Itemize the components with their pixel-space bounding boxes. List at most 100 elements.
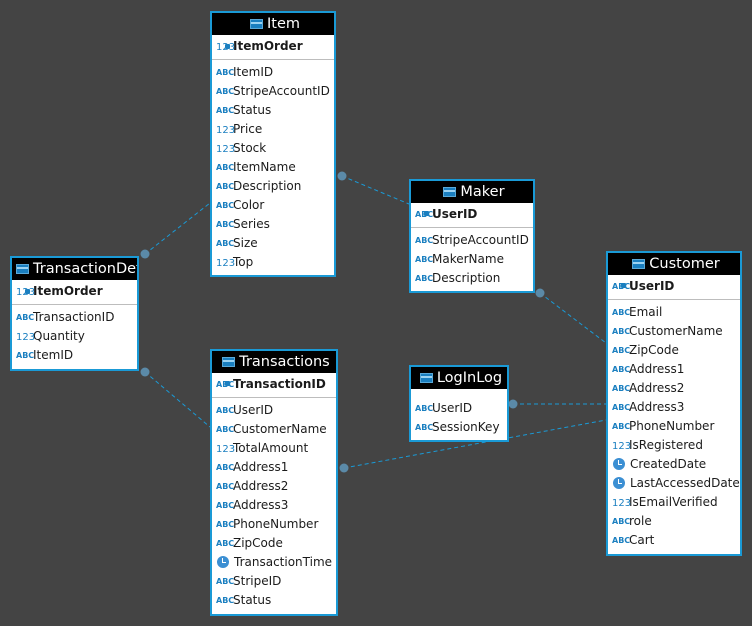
column-row[interactable]: ABCZipCode	[608, 341, 740, 360]
column-name: TransactionID	[233, 377, 326, 391]
entity-title: LogInLog	[436, 370, 503, 386]
entity-title: Transactions	[239, 354, 330, 370]
column-row[interactable]: 123Quantity	[12, 327, 137, 346]
column-row[interactable]: ABCAddress2	[212, 477, 336, 496]
column-row[interactable]: ABCAddress2	[608, 379, 740, 398]
abc-text-type-icon: ABC	[216, 68, 235, 77]
primary-key-column[interactable]: ABCUserID	[608, 277, 740, 296]
column-row[interactable]: ABCCustomerName	[608, 322, 740, 341]
relationship-endpoint-dot	[339, 463, 349, 473]
table-icon	[249, 19, 263, 29]
column-row[interactable]: ABCPhoneNumber	[212, 515, 336, 534]
number-123-type-icon: 123	[216, 258, 236, 269]
entity-header[interactable]: TransactionDeta	[12, 258, 137, 280]
column-row[interactable]: ABCAddress3	[212, 496, 336, 515]
entity-header[interactable]: Item	[212, 13, 334, 35]
primary-key-section: 123ItemOrder	[212, 35, 334, 60]
entity-header[interactable]: Maker	[411, 181, 533, 203]
relationship-line-transaction_detail-item[interactable]	[144, 202, 211, 255]
column-row[interactable]: ABCAddress1	[608, 360, 740, 379]
column-row[interactable]: ABCSize	[212, 234, 334, 253]
abc-text-type-icon: ABC	[216, 482, 235, 491]
column-row[interactable]: ABCStatus	[212, 591, 336, 610]
column-row[interactable]: ABCDescription	[212, 177, 334, 196]
column-row[interactable]: 123Price	[212, 120, 334, 139]
relationship-line-transaction_detail-transactions[interactable]	[144, 371, 211, 428]
column-row[interactable]: ABCTransactionID	[12, 308, 137, 327]
column-row[interactable]: 123TotalAmount	[212, 439, 336, 458]
table-icon	[222, 357, 236, 367]
entity-header[interactable]: Customer	[608, 253, 740, 275]
column-row[interactable]: 123IsRegistered	[608, 436, 740, 455]
column-row[interactable]: ABCDescription	[411, 269, 533, 288]
entity-transaction-detail[interactable]: TransactionDeta 123ItemOrder ABCTransact…	[10, 256, 139, 371]
column-row[interactable]: ABCSeries	[212, 215, 334, 234]
column-row[interactable]: ABCUserID	[411, 399, 507, 418]
number-123-type-icon: 123	[612, 498, 632, 509]
primary-key-section: ABCTransactionID	[212, 373, 336, 398]
column-row[interactable]: ABCStripeAccountID	[212, 82, 334, 101]
abc-text-type-icon: ABC	[612, 308, 631, 317]
column-row[interactable]: ABCColor	[212, 196, 334, 215]
column-row[interactable]: ABCItemID	[12, 346, 137, 365]
abc-text-type-icon: ABC	[16, 313, 35, 322]
abc-text-type-icon: ABC	[612, 346, 631, 355]
column-row[interactable]: ABCAddress3	[608, 398, 740, 417]
abc-text-type-icon: ABC	[216, 520, 235, 529]
relationship-line-maker-customer[interactable]	[539, 292, 607, 344]
abc-text-type-icon: ABC	[216, 406, 235, 415]
column-name: Email	[629, 305, 663, 319]
column-row[interactable]: ABCZipCode	[212, 534, 336, 553]
column-name: ItemOrder	[33, 284, 103, 298]
relationship-line-item-maker[interactable]	[341, 175, 410, 205]
column-row[interactable]: ABCMakerName	[411, 250, 533, 269]
column-name: Size	[233, 236, 258, 250]
primary-key-column[interactable]: ABCTransactionID	[212, 375, 336, 394]
column-row[interactable]: TransactionTime	[212, 553, 336, 572]
column-row[interactable]: ABCCart	[608, 531, 740, 550]
column-name: StripeAccountID	[432, 233, 529, 247]
primary-key-column[interactable]: ABCUserID	[411, 205, 533, 224]
abc-text-type-icon: ABC	[415, 423, 434, 432]
column-row[interactable]: 123Top	[212, 253, 334, 272]
entity-title: Maker	[460, 184, 505, 200]
primary-key-column[interactable]: 123ItemOrder	[12, 282, 137, 301]
abc-text-type-icon: ABC	[16, 351, 35, 360]
column-row[interactable]: LastAccessedDate	[608, 474, 740, 493]
column-row[interactable]: ABCCustomerName	[212, 420, 336, 439]
relationship-line-transactions-customer[interactable]	[343, 419, 607, 469]
relationship-endpoint-dot	[337, 171, 347, 181]
column-row[interactable]: ABCPhoneNumber	[608, 417, 740, 436]
column-row[interactable]: ABCEmail	[608, 303, 740, 322]
abc-text-type-icon: ABC	[415, 255, 434, 264]
column-row[interactable]: ABCAddress1	[212, 458, 336, 477]
column-row[interactable]: ABCStripeID	[212, 572, 336, 591]
column-name: CustomerName	[629, 324, 723, 338]
column-row[interactable]: ABCUserID	[212, 401, 336, 420]
column-name: ItemID	[33, 348, 74, 362]
column-row[interactable]: ABCItemID	[212, 63, 334, 82]
column-name: ItemOrder	[233, 39, 303, 53]
clock-datetime-type-icon	[613, 458, 625, 470]
column-row[interactable]: ABCSessionKey	[411, 418, 507, 437]
column-row[interactable]: ABCItemName	[212, 158, 334, 177]
abc-text-type-icon: ABC	[216, 463, 235, 472]
entity-header[interactable]: Transactions	[212, 351, 336, 373]
column-row[interactable]: 123IsEmailVerified	[608, 493, 740, 512]
entity-header[interactable]: LogInLog	[411, 367, 507, 389]
abc-text-type-icon: ABC	[216, 201, 235, 210]
column-name: Description	[233, 179, 302, 193]
column-row[interactable]: ABCrole	[608, 512, 740, 531]
column-row[interactable]: CreatedDate	[608, 455, 740, 474]
column-row[interactable]: ABCStatus	[212, 101, 334, 120]
column-row[interactable]: ABCStripeAccountID	[411, 231, 533, 250]
column-row[interactable]: 123Stock	[212, 139, 334, 158]
primary-key-column[interactable]: 123ItemOrder	[212, 37, 334, 56]
